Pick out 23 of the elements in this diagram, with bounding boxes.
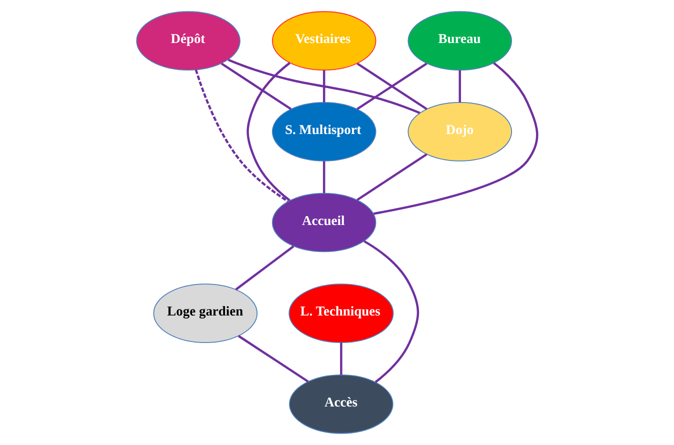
connector — [228, 58, 420, 114]
node-ellipse: Vestiaires — [272, 11, 376, 71]
connector — [458, 70, 461, 102]
node-ellipse: Dojo — [408, 102, 512, 162]
connector — [364, 240, 420, 383]
connector — [322, 70, 326, 102]
connector — [322, 161, 326, 194]
connector — [238, 335, 309, 382]
connector — [194, 69, 288, 202]
connector — [373, 62, 538, 215]
node-ellipse: Loge gardien — [153, 284, 258, 343]
connector — [356, 153, 428, 201]
node-ellipse: Accueil — [272, 192, 376, 252]
node-ellipse: Bureau — [408, 11, 512, 71]
connector — [246, 62, 290, 202]
node-ellipse: Accès — [289, 374, 394, 434]
node-ellipse: S. Multisport — [272, 102, 376, 162]
node-ellipse: Dépôt — [136, 11, 240, 71]
connector — [340, 342, 342, 375]
connector — [356, 62, 428, 110]
node-ellipse: L. Techniques — [288, 284, 394, 343]
connector — [220, 62, 292, 110]
connector — [235, 245, 294, 290]
